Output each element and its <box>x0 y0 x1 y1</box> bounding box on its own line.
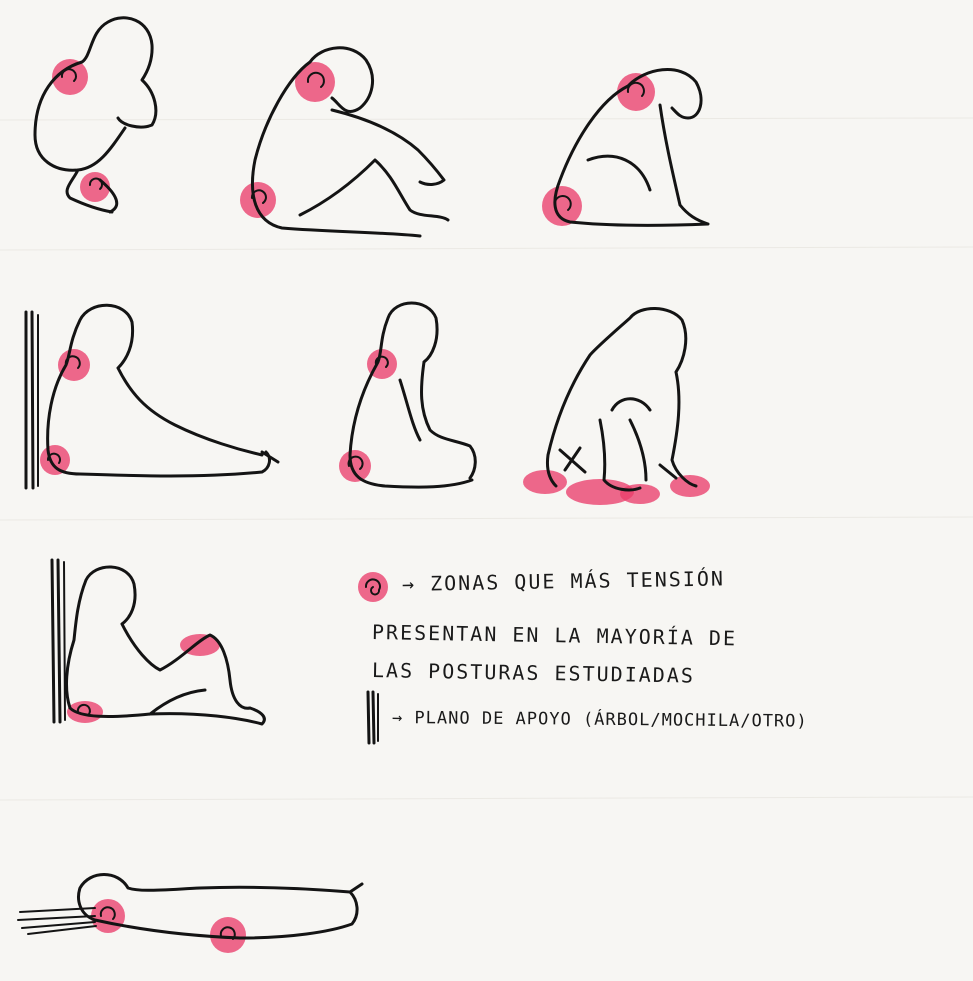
tension-zone <box>80 172 110 202</box>
posture-lying-down <box>18 875 362 954</box>
posture-sitting-bowed <box>542 70 708 226</box>
support-plane-icon <box>368 692 378 743</box>
tension-zone <box>523 470 567 494</box>
tension-zone <box>91 899 125 933</box>
support-plane <box>52 560 65 722</box>
posture-knees-up-hands-down <box>523 308 710 505</box>
posture-against-support-knees-up <box>52 560 264 724</box>
posture-squatting <box>35 18 156 212</box>
posture-against-support-extended <box>26 305 278 488</box>
tension-zone <box>210 917 246 953</box>
support-plane <box>26 312 38 488</box>
tension-spiral-icon <box>358 572 388 602</box>
tension-zone <box>339 450 371 482</box>
paper-lines <box>0 118 973 800</box>
posture-sitting-cross-legged <box>339 303 475 487</box>
tension-zone <box>40 445 70 475</box>
legend-support-text: → PLANO DE APOYO (ÁRBOL/MOCHILA/OTRO) <box>392 708 808 732</box>
tension-zone <box>58 349 90 381</box>
posture-sitting-leaning <box>240 48 448 236</box>
